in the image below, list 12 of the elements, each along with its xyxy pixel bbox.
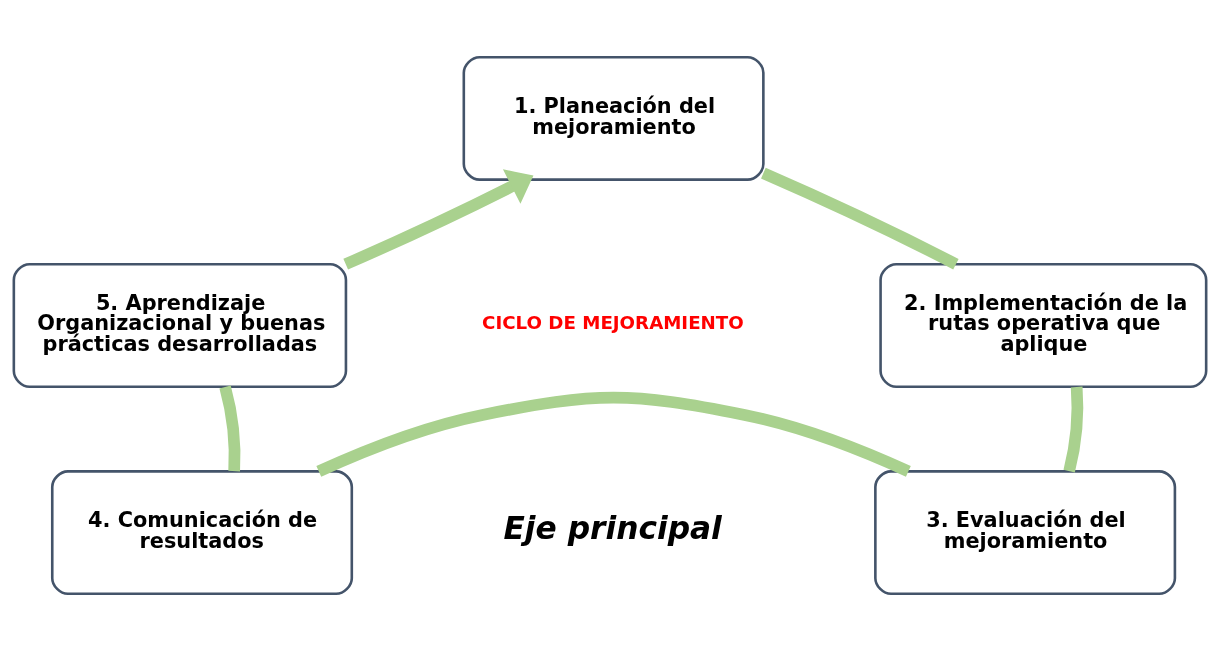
label: CICLO DE MEJORAMIENTO [482,312,744,334]
node-box: 4. Comunicación de resultados [50,470,354,596]
node-box: 2. Implementación de la rutas operativa que aplique [879,263,1208,388]
connector [1063,386,1084,473]
connector [761,167,959,270]
node-box: 3. Evaluación del mejoramiento [874,470,1177,596]
connector [316,391,911,477]
node-box: 5. Aprendizaje Organizacional y buenas prácticas desarrolladas [12,263,348,388]
arrow [343,169,534,270]
connector [219,385,241,472]
node-box: 1. Planeación del mejoramiento [462,55,765,181]
label: Eje principal [503,510,722,547]
